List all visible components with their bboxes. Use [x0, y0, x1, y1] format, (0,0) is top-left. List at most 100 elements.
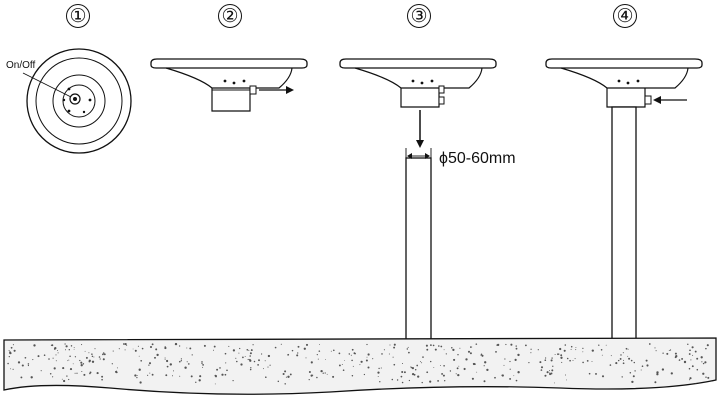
ground-speckle: [453, 358, 456, 361]
ground-speckle: [322, 372, 324, 374]
ground-speckle: [471, 346, 473, 348]
ground-speckle: [287, 353, 290, 356]
ground-speckle: [68, 378, 70, 381]
ground-speckle: [166, 365, 169, 368]
ground-speckle: [504, 358, 506, 360]
ground-speckle: [692, 354, 694, 356]
ground-speckle: [151, 373, 154, 376]
ground-speckle: [62, 367, 65, 370]
ground-speckle: [631, 380, 634, 384]
ground-speckle: [391, 378, 394, 381]
ground-speckle: [178, 360, 181, 363]
ground-speckle: [509, 360, 511, 363]
ground-speckle: [20, 376, 23, 379]
ground-speckle: [474, 363, 476, 365]
ground-speckle: [666, 352, 669, 355]
ground-speckle: [164, 346, 166, 348]
ground-speckle: [575, 349, 577, 351]
ground-speckle: [416, 364, 419, 367]
ground-speckle: [691, 365, 694, 368]
ground-speckle: [79, 359, 81, 362]
ground-speckle: [214, 374, 217, 377]
ground-speckle: [501, 374, 503, 376]
ground-speckle: [591, 361, 593, 363]
ground-speckle: [73, 347, 75, 349]
ground-speckle: [380, 367, 382, 369]
ground-speckle: [540, 369, 543, 371]
ground-speckle: [459, 347, 461, 349]
ground-speckle: [681, 357, 684, 360]
ground-speckle: [605, 344, 607, 346]
ground-speckle: [49, 372, 52, 375]
ground-speckle: [240, 363, 243, 366]
ground-speckle: [249, 352, 252, 355]
ground-speckle: [74, 372, 76, 374]
ground-speckle: [627, 355, 629, 357]
ground-speckle: [261, 353, 263, 355]
ground-speckle: [102, 358, 105, 361]
ground-speckle: [662, 352, 664, 354]
ground-speckle: [244, 356, 246, 358]
ground-speckle: [81, 370, 83, 373]
ground-speckle: [201, 361, 203, 363]
ground-speckle: [52, 357, 54, 359]
ground-speckle: [551, 369, 554, 372]
ground-speckle: [471, 377, 474, 380]
step-number-4: ④: [613, 4, 637, 28]
ground-speckle: [338, 364, 341, 367]
ground-speckle: [252, 344, 254, 346]
ground-speckle: [287, 375, 290, 378]
ground-speckle: [421, 362, 423, 364]
ground-speckle: [627, 348, 629, 350]
ground-speckle: [648, 343, 651, 345]
ground-speckle: [57, 350, 59, 351]
ground-speckle: [310, 374, 313, 377]
ground-speckle: [514, 358, 517, 361]
ground-speckle: [102, 353, 104, 356]
ground-speckle: [704, 361, 707, 364]
ground-speckle: [316, 354, 318, 356]
ground-speckle: [595, 372, 597, 375]
ground-speckle: [164, 346, 167, 350]
ground-speckle: [486, 368, 489, 372]
ground-speckle: [549, 370, 550, 372]
ground-speckle: [383, 349, 385, 351]
ground-speckle: [465, 358, 468, 361]
ground-speckle: [411, 372, 415, 376]
lamp-head-step2: [150, 58, 308, 112]
ground-speckle: [633, 361, 635, 364]
ground-speckle: [325, 359, 327, 360]
ground-speckle: [53, 367, 56, 370]
ground-speckle: [191, 354, 193, 356]
ground-speckle: [419, 361, 421, 363]
ground-speckle: [76, 372, 78, 374]
ground-speckle: [88, 360, 91, 363]
ground-speckle: [351, 359, 353, 362]
ground-speckle: [557, 353, 559, 356]
ground-speckle: [84, 350, 86, 352]
ground-speckle: [239, 347, 241, 350]
ground-speckle: [156, 353, 159, 357]
ground-speckle: [352, 365, 354, 367]
ground-speckle: [282, 372, 285, 376]
ground-speckle: [414, 368, 417, 371]
ground-speckle: [401, 370, 404, 374]
ground-speckle: [377, 376, 379, 377]
ground-speckle: [10, 346, 13, 349]
ground-speckle: [559, 347, 562, 351]
ground-speckle: [430, 360, 432, 363]
ground-speckle: [515, 379, 518, 382]
ground-speckle: [381, 353, 383, 355]
ground-speckle: [148, 364, 150, 366]
ground-speckle: [570, 345, 573, 348]
ground-speckle: [24, 356, 27, 359]
ground-speckle: [91, 355, 94, 358]
ground-speckle: [690, 359, 692, 361]
ground-speckle: [149, 372, 151, 374]
ground-speckle: [54, 346, 57, 350]
ground-speckle: [634, 370, 636, 372]
ground-speckle: [503, 364, 505, 366]
ground-speckle: [12, 344, 14, 346]
ground-speckle: [94, 348, 96, 350]
ground-speckle: [88, 352, 90, 354]
